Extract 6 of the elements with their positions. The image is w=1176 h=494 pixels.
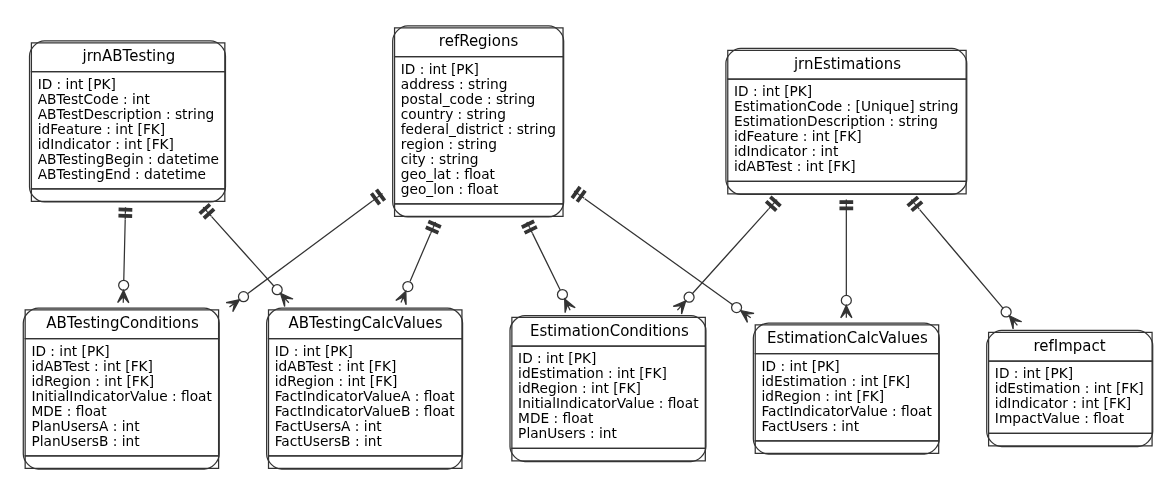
connector (521, 219, 576, 313)
connector (672, 194, 782, 315)
connector (395, 219, 442, 305)
connector (570, 185, 755, 323)
connector (198, 202, 294, 307)
connector (906, 195, 1023, 330)
